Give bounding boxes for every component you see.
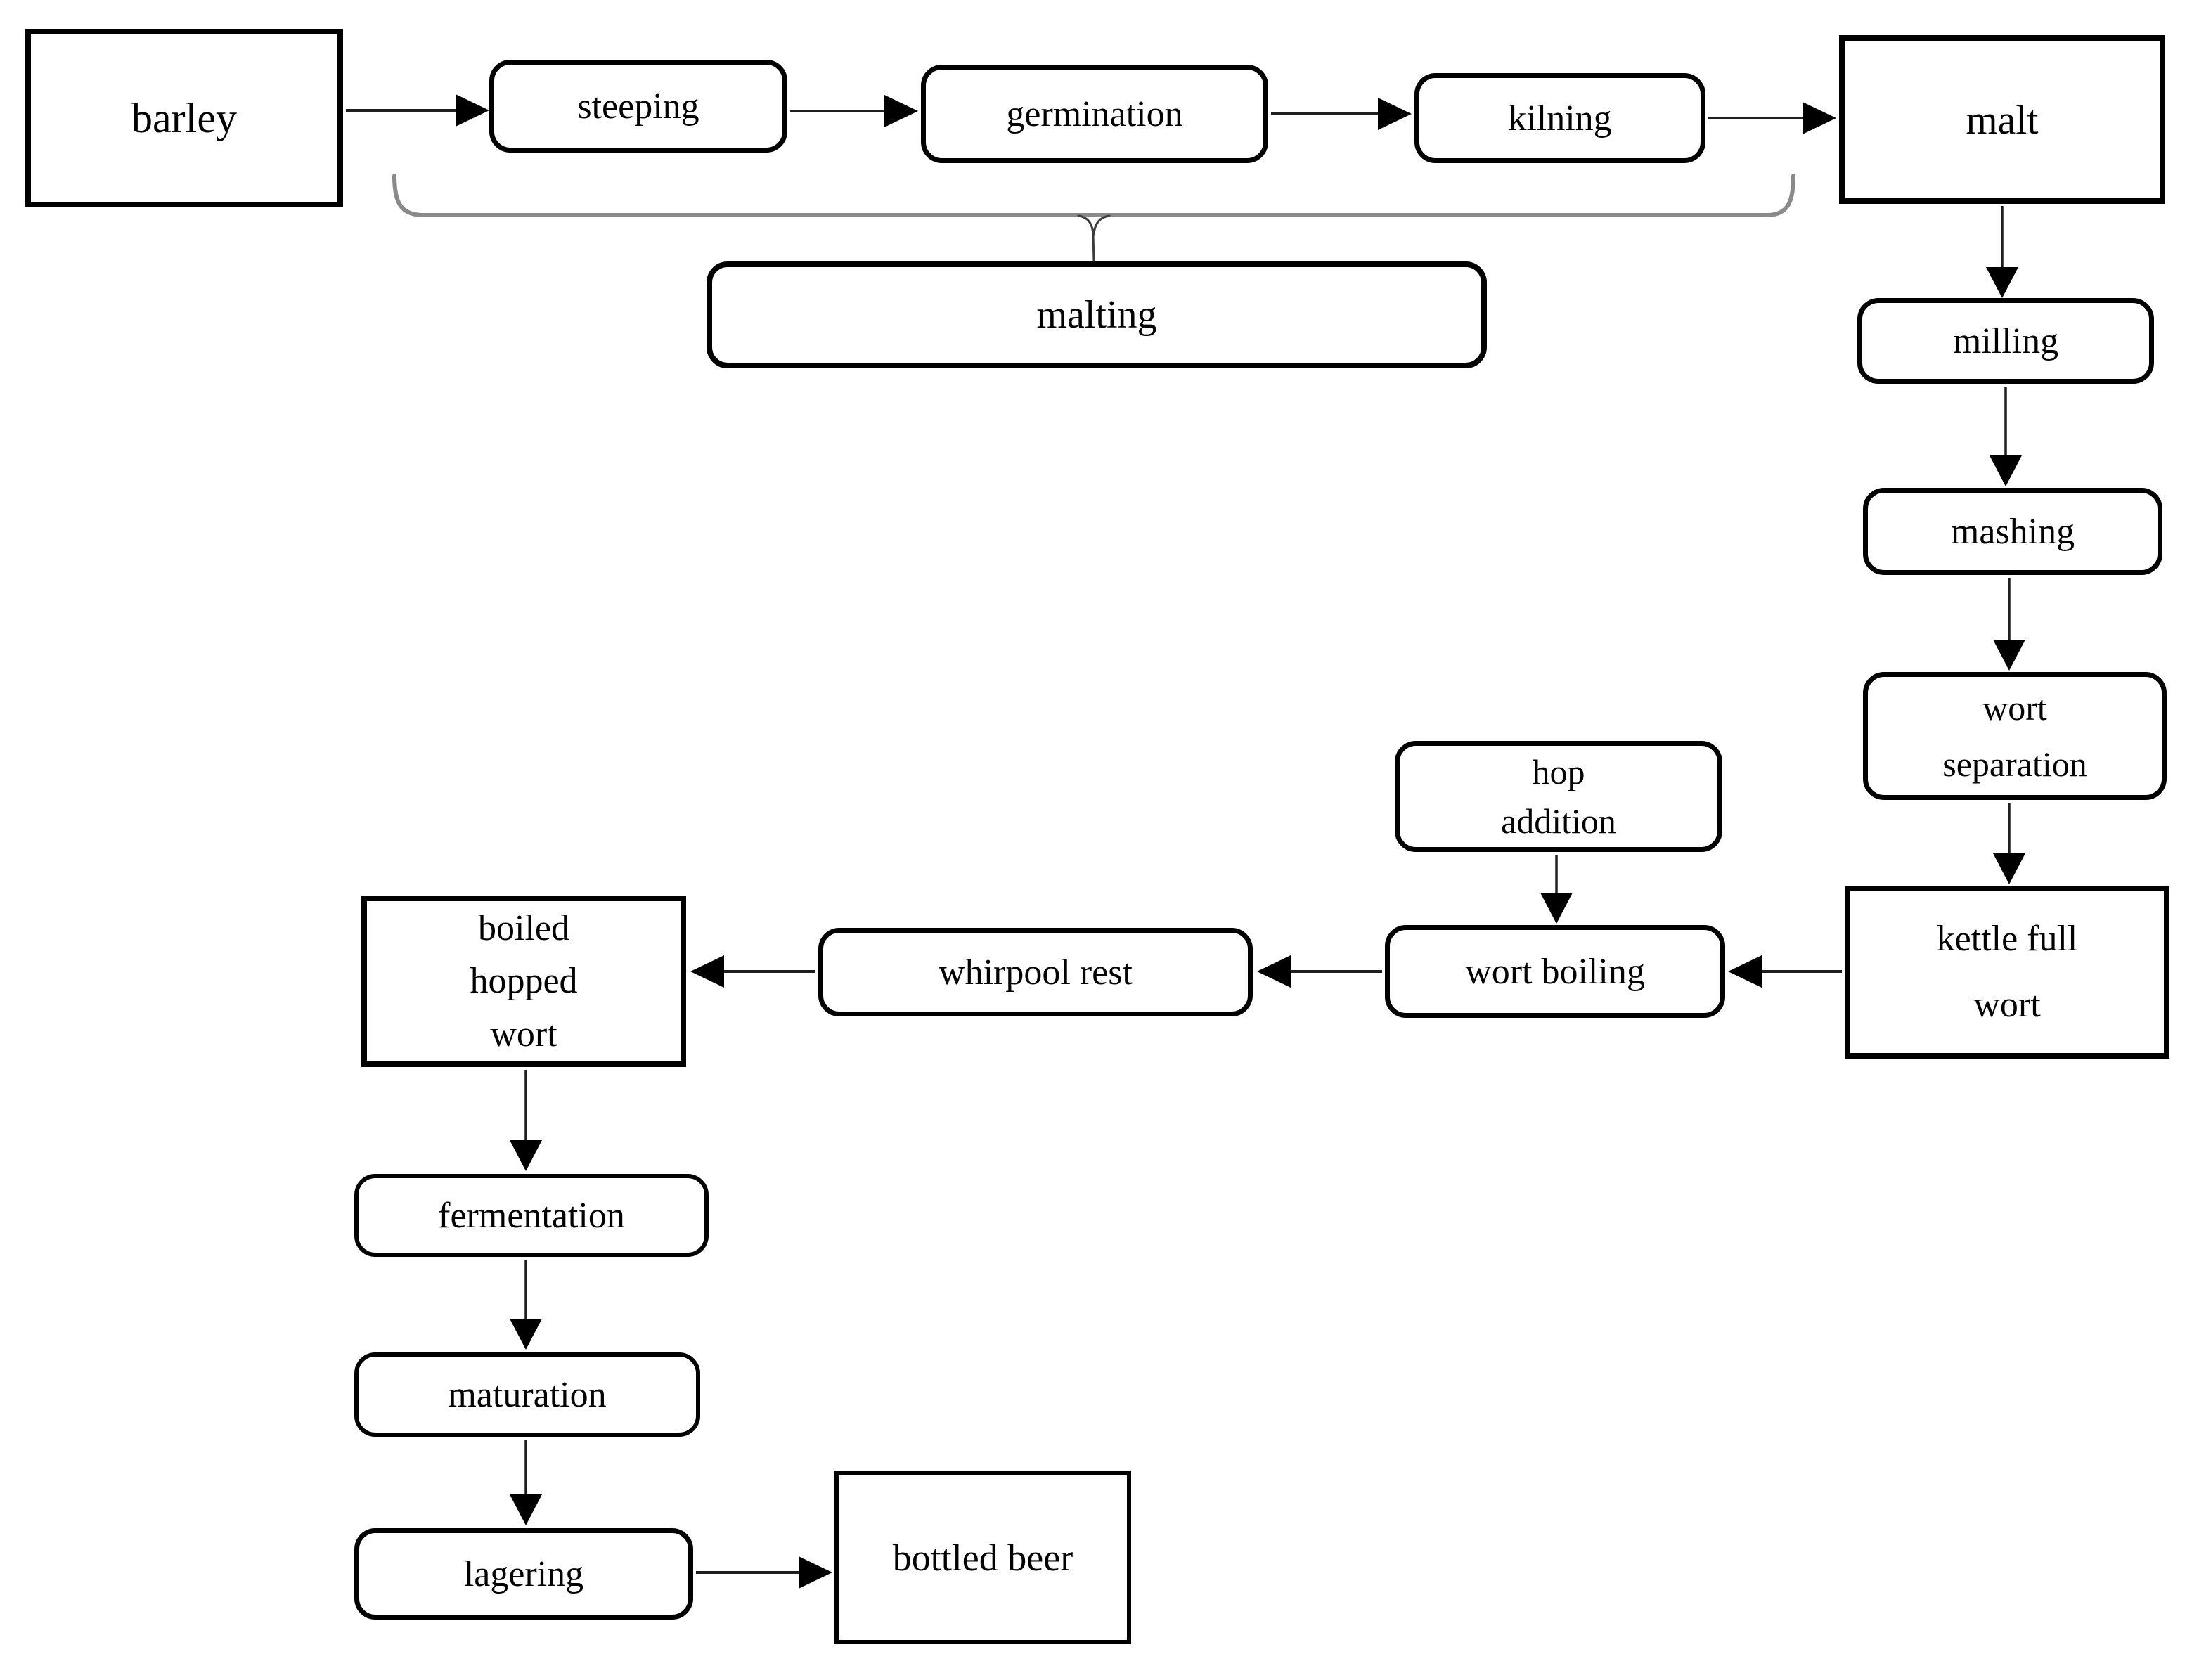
node-malting: malting: [707, 261, 1487, 368]
node-mashing-label: mashing: [1950, 511, 2075, 552]
node-germination: germination: [921, 65, 1268, 163]
arrow-fermentation-to-maturation: [510, 1260, 542, 1350]
node-wort-separation-line2: separation: [1942, 744, 2087, 784]
node-boiled-hopped-wort-line3: wort: [490, 1014, 557, 1054]
node-bottled-beer: bottled beer: [834, 1471, 1131, 1644]
node-boiled-hopped-wort-line2: hopped: [470, 961, 578, 1002]
node-steeping: steeping: [489, 60, 787, 153]
node-wort-boiling-label: wort boiling: [1465, 951, 1645, 992]
arrow-wort-boiling-to-whirpool-rest: [1257, 955, 1382, 988]
arrow-barley-to-steeping: [346, 94, 489, 127]
node-mashing: mashing: [1863, 488, 2162, 575]
node-wort-separation: wort separation: [1863, 672, 2167, 800]
arrow-kilning-to-malt: [1708, 102, 1836, 134]
node-barley: barley: [25, 29, 343, 207]
node-hop-addition-line2: addition: [1501, 801, 1616, 841]
node-lagering: lagering: [354, 1528, 693, 1620]
malting-brace: [392, 174, 1795, 262]
node-kilning-label: kilning: [1508, 98, 1612, 138]
arrow-hop-addition-to-wort-boiling: [1540, 855, 1573, 924]
node-wort-boiling: wort boiling: [1385, 925, 1725, 1018]
arrow-wort-separation-to-kettle-full-wort: [1993, 803, 2025, 884]
arrow-whirpool-rest-to-boiled-hopped-wort: [690, 955, 815, 988]
node-hop-addition: hop addition: [1395, 741, 1722, 852]
node-kettle-full-wort-line2: wort: [1973, 985, 2041, 1025]
node-kettle-full-wort: kettle full wort: [1845, 886, 2169, 1059]
node-barley-label: barley: [131, 94, 237, 141]
node-lagering-label: lagering: [463, 1553, 584, 1594]
node-maturation: maturation: [354, 1352, 700, 1437]
node-steeping-label: steeping: [577, 86, 699, 127]
arrow-mashing-to-wort-separation: [1993, 578, 2025, 671]
node-bottled-beer-label: bottled beer: [892, 1537, 1073, 1579]
node-milling: milling: [1857, 298, 2154, 384]
arrow-germination-to-kilning: [1271, 98, 1412, 130]
node-boiled-hopped-wort: boiled hopped wort: [361, 896, 686, 1067]
node-malt-label: malt: [1966, 96, 2039, 143]
node-maturation-label: maturation: [448, 1374, 607, 1415]
node-kettle-full-wort-line1: kettle full: [1936, 919, 2078, 959]
arrow-kettle-full-wort-to-wort-boiling: [1728, 955, 1842, 988]
node-malting-label: malting: [1036, 293, 1157, 337]
arrow-milling-to-mashing: [1990, 387, 2022, 486]
node-kilning: kilning: [1414, 73, 1705, 163]
node-germination-label: germination: [1006, 93, 1183, 134]
node-whirpool-rest-label: whirpool rest: [939, 952, 1133, 993]
node-malt: malt: [1839, 35, 2165, 204]
node-fermentation: fermentation: [354, 1174, 709, 1257]
arrow-lagering-to-bottled-beer: [696, 1556, 832, 1589]
node-boiled-hopped-wort-line1: boiled: [478, 907, 569, 948]
arrow-steeping-to-germination: [790, 95, 918, 127]
node-fermentation-label: fermentation: [438, 1195, 625, 1236]
arrow-malt-to-milling: [1986, 206, 2018, 298]
node-wort-separation-line1: wort: [1982, 688, 2047, 728]
arrow-boiled-hopped-wort-to-fermentation: [510, 1070, 542, 1171]
node-milling-label: milling: [1952, 321, 2059, 361]
node-whirpool-rest: whirpool rest: [818, 928, 1253, 1016]
arrow-maturation-to-lagering: [510, 1440, 542, 1525]
node-hop-addition-line1: hop: [1532, 752, 1585, 791]
